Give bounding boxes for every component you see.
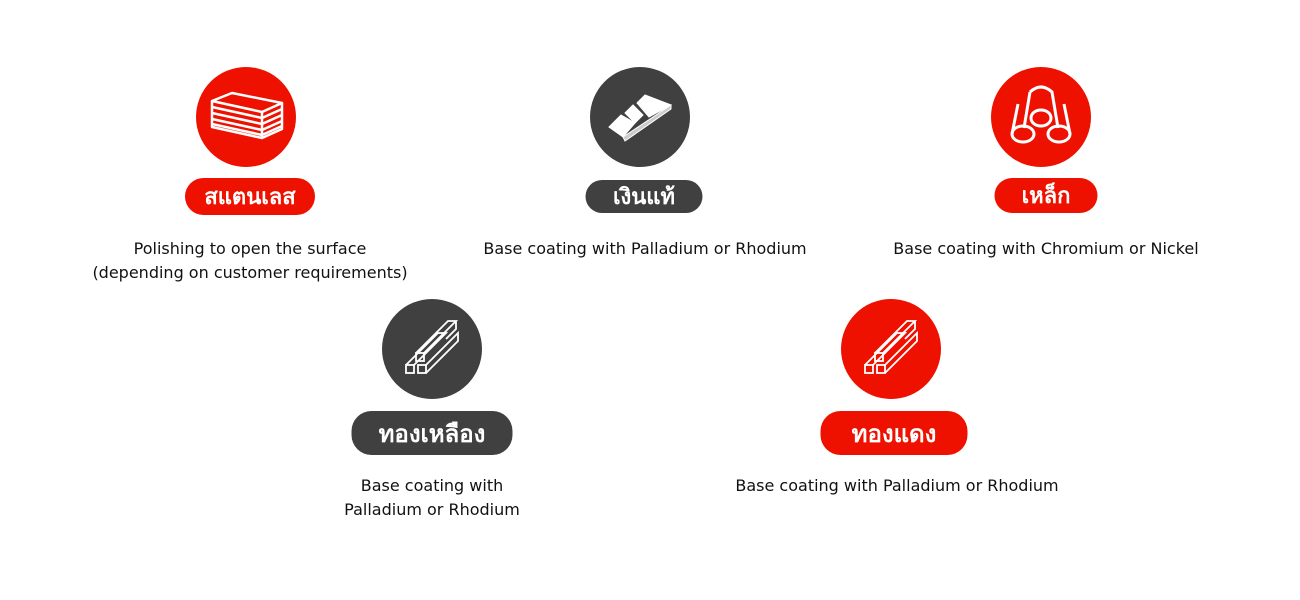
- description-line: Palladium or Rhodium: [344, 500, 520, 519]
- pipes-icon: [991, 67, 1091, 167]
- material-description: Base coating with Chromium or Nickel: [893, 237, 1198, 261]
- material-label: สแตนเลส: [185, 178, 315, 215]
- stacked-sheets-icon: [196, 67, 296, 167]
- material-description: Base coating with Palladium or Rhodium: [344, 474, 520, 522]
- material-label: ทองเหลือง: [351, 411, 513, 455]
- material-description: Base coating with Palladium or Rhodium: [483, 237, 806, 261]
- description-line: Base coating with Palladium or Rhodium: [483, 239, 807, 258]
- description-line: Base coating with Chromium or Nickel: [893, 239, 1199, 258]
- material-label: เงินแท้: [585, 180, 703, 213]
- description-line: Base coating with Palladium or Rhodium: [735, 476, 1059, 495]
- description-line: (depending on customer requirements): [92, 263, 408, 282]
- description-line: Polishing to open the surface: [133, 239, 367, 258]
- description-line: Base coating with: [360, 476, 504, 495]
- square-rods-icon: [841, 299, 941, 399]
- metal-bars-icon: [590, 67, 690, 167]
- material-label: ทองแดง: [820, 411, 968, 455]
- square-rods-icon: [382, 299, 482, 399]
- material-description: Base coating with Palladium or Rhodium: [735, 474, 1058, 498]
- material-label: เหล็ก: [994, 178, 1098, 213]
- material-description: Polishing to open the surface (depending…: [92, 237, 407, 285]
